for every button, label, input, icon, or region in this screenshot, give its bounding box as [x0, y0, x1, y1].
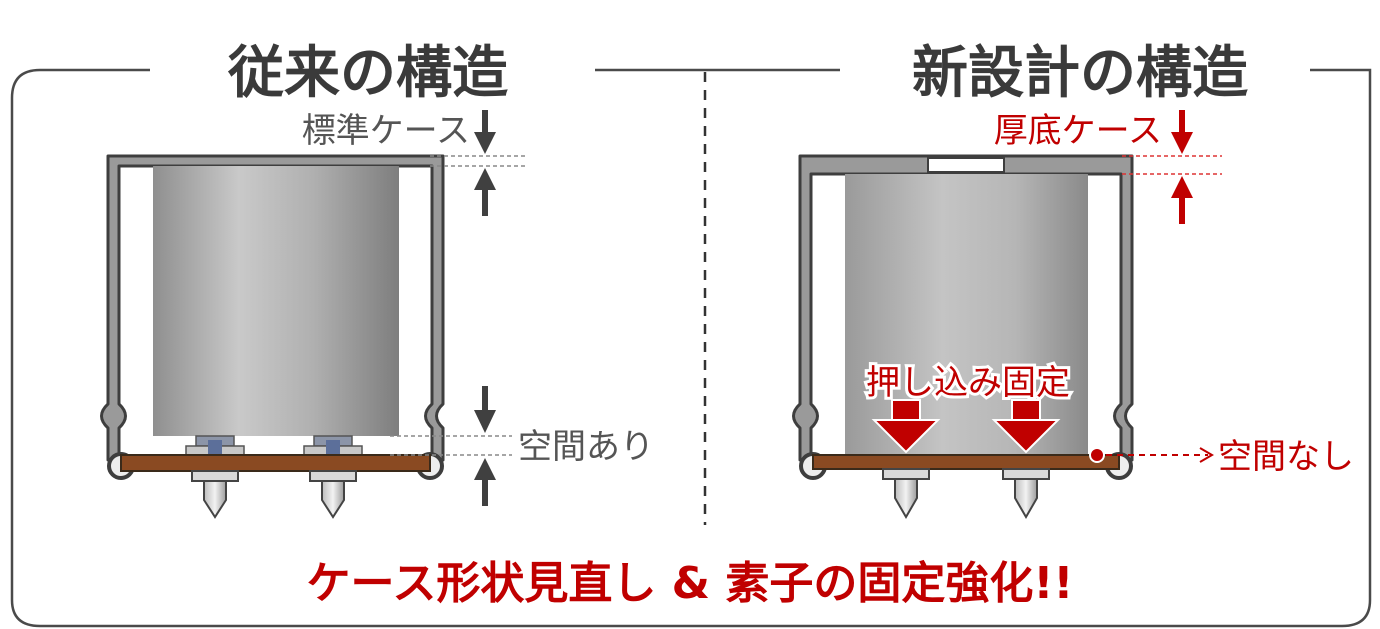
right-case-shell: [792, 154, 1134, 462]
arrow-down-gap: [474, 386, 496, 433]
left-element: [153, 166, 399, 436]
press-arrow-right: [991, 399, 1061, 454]
arrow-up-standard: [474, 168, 496, 216]
label-no-gap: 空間なし: [1218, 437, 1354, 477]
right-sealing-board: [812, 454, 1120, 470]
no-gap-marker: [1089, 447, 1105, 463]
left-seal-1: [185, 435, 245, 457]
right-terminal-2: [1002, 468, 1050, 519]
label-standard-case: 標準ケース: [302, 111, 470, 151]
label-thick-bottom-case: 厚底ケース: [994, 111, 1162, 151]
right-terminal-1: [882, 468, 930, 519]
label-gap-present: 空間あり: [518, 427, 654, 467]
left-terminal-2: [309, 470, 357, 519]
title-new-design: 新設計の構造: [912, 41, 1248, 106]
right-element: [845, 174, 1088, 455]
bottom-message: ケース形状見直し & 素子の固定強化!!: [307, 558, 1074, 609]
outer-frame: [10, 68, 1372, 628]
arrow-up-thick: [1171, 176, 1193, 224]
left-seal-2: [303, 435, 363, 457]
new-design-capacitor: 押し込み固定 厚底ケース 空間なし: [792, 110, 1354, 519]
title-conventional: 従来の構造: [227, 41, 508, 106]
press-arrow-left: [871, 399, 941, 454]
arrow-up-gap: [474, 458, 496, 506]
conventional-capacitor: 標準ケース 空間あり: [100, 110, 654, 519]
left-terminal-1: [191, 470, 239, 519]
arrow-down-standard: [474, 110, 496, 154]
label-press-fit: 押し込み固定: [866, 363, 1070, 403]
left-sealing-board: [120, 454, 431, 472]
arrow-down-thick: [1171, 110, 1193, 154]
